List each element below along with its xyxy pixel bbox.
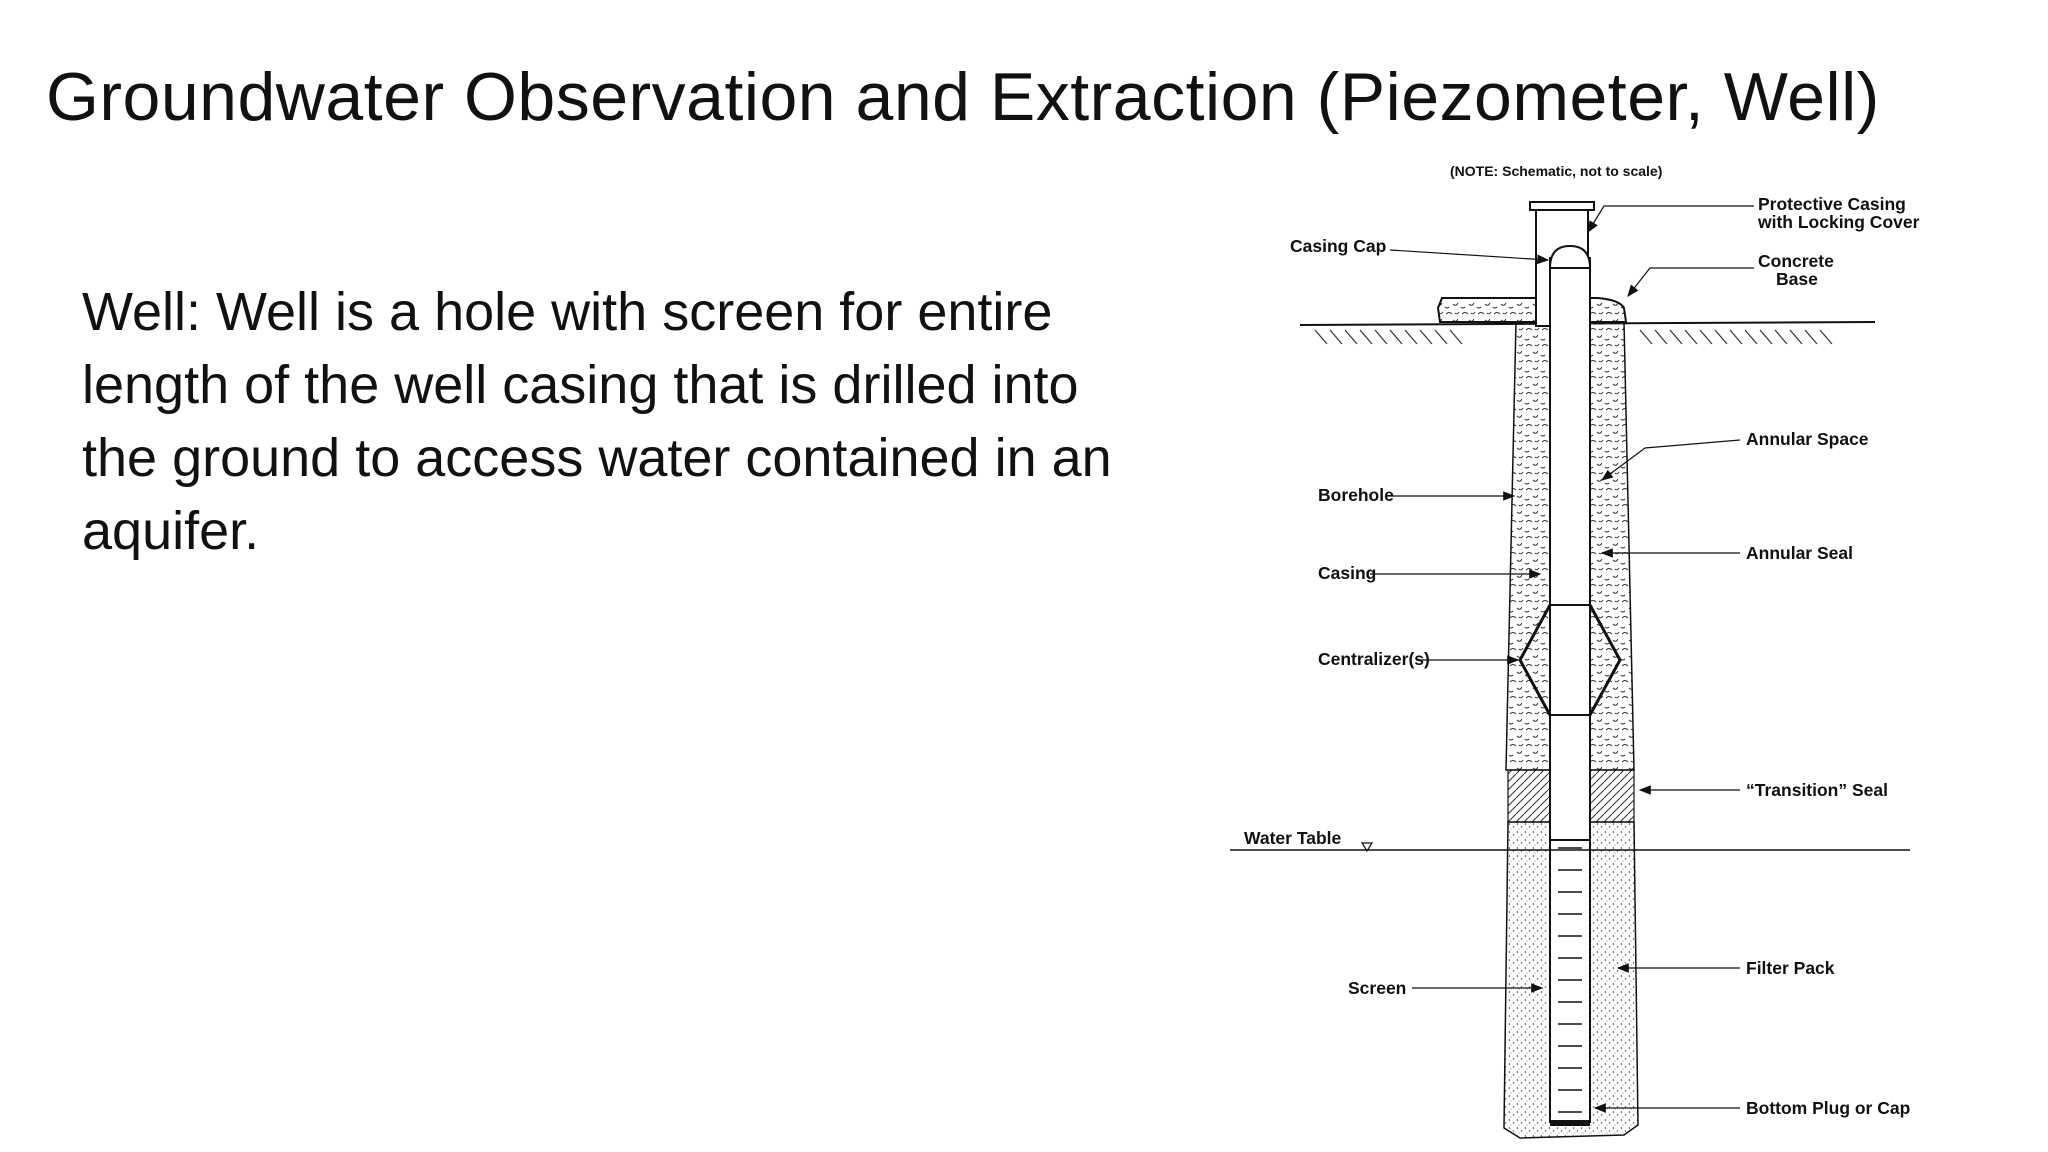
label-concrete-base-2: Base <box>1776 269 1818 289</box>
screen-slots <box>1558 847 1582 1113</box>
label-protective-casing: Protective Casing <box>1758 194 1906 214</box>
label-bottom-plug: Bottom Plug or Cap <box>1746 1098 1910 1118</box>
label-borehole: Borehole <box>1318 485 1394 505</box>
protective-casing-cover <box>1529 201 1595 211</box>
water-table-symbol <box>1360 842 1374 853</box>
concrete-base <box>1436 297 1628 323</box>
label-screen: Screen <box>1348 978 1406 998</box>
centralizer <box>1518 604 1622 716</box>
label-annular-space: Annular Space <box>1746 429 1869 449</box>
label-transition-seal: “Transition” Seal <box>1746 780 1888 800</box>
label-annular-seal: Annular Seal <box>1746 543 1853 563</box>
label-concrete-base: Concrete <box>1758 251 1834 271</box>
casing-cap <box>1548 244 1592 269</box>
label-filter-pack: Filter Pack <box>1746 958 1835 978</box>
label-centralizers: Centralizer(s) <box>1318 649 1430 669</box>
well-screen <box>1549 839 1591 1123</box>
well-schematic-diagram: (NOTE: Schematic, not to scale) <box>1230 163 1920 1139</box>
label-water-table: Water Table <box>1244 828 1342 848</box>
bottom-plug <box>1550 1120 1590 1126</box>
slide-title: Groundwater Observation and Extraction (… <box>46 59 1880 135</box>
label-locking-cover: with Locking Cover <box>1757 212 1920 232</box>
slide-body-text: Well: Well is a hole with screen for ent… <box>82 282 1112 561</box>
label-casing-cap: Casing Cap <box>1290 236 1386 256</box>
label-casing: Casing <box>1318 563 1376 583</box>
diagram-note: (NOTE: Schematic, not to scale) <box>1450 163 1662 179</box>
